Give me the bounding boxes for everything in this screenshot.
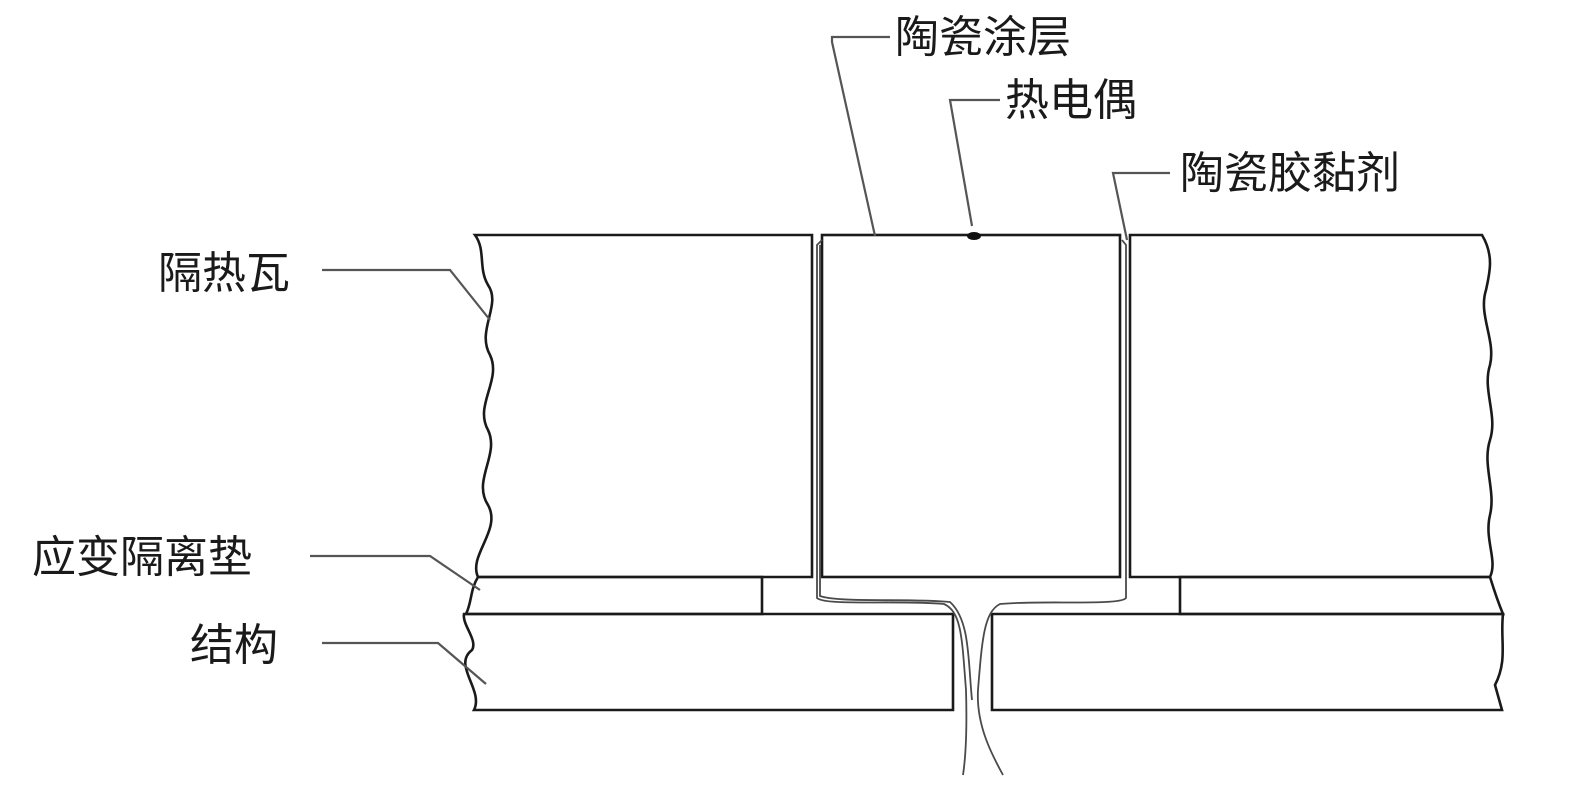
thermocouple-wires — [816, 239, 1127, 776]
structure-right-plate — [990, 612, 1505, 712]
tile-center — [820, 233, 1122, 579]
label-ceramic-adhesive: 陶瓷胶黏剂 — [1180, 148, 1400, 199]
strain-isolation-pads — [463, 575, 1505, 616]
leader-thermocouple — [948, 98, 1000, 227]
leader-ceramic-adhesive — [1111, 171, 1170, 241]
structure-left-plate — [462, 612, 955, 712]
leader-lines — [310, 35, 1170, 685]
thermocouple-bead — [967, 232, 981, 240]
strain-pad-right — [1178, 575, 1505, 616]
label-structure: 结构 — [190, 620, 278, 671]
thermocouple-wire-right — [977, 239, 1127, 776]
leader-structure — [322, 641, 487, 685]
label-thermocouple: 热电偶 — [1005, 75, 1137, 126]
structure-layer — [462, 612, 1505, 712]
leader-insulation-tile — [322, 268, 491, 321]
thermocouple-wire-inner — [819, 245, 973, 701]
label-insulation-tile: 隔热瓦 — [158, 248, 290, 299]
strain-pad-left — [463, 575, 764, 616]
insulation-tiles — [472, 233, 1494, 579]
label-ceramic-coating: 陶瓷涂层 — [895, 12, 1071, 63]
thermocouple-wire-left — [816, 239, 968, 776]
tile-left — [472, 233, 814, 579]
label-strain-isolation-pad: 应变隔离垫 — [32, 532, 252, 583]
leader-strain-isolation-pad — [310, 554, 481, 591]
leader-ceramic-coating — [830, 35, 890, 237]
labels: 陶瓷涂层 热电偶 陶瓷胶黏剂 隔热瓦 应变隔离垫 结构 — [32, 12, 1400, 671]
tile-right — [1128, 233, 1494, 579]
